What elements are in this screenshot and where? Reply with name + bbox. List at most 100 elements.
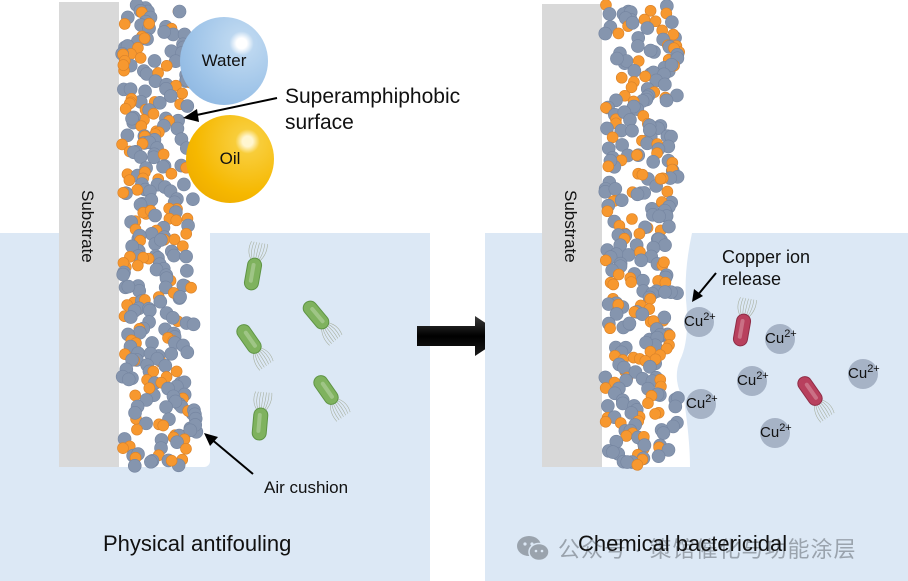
gray-particle — [135, 197, 149, 211]
gray-particle — [157, 119, 171, 133]
orange-particle — [129, 215, 142, 227]
orange-particle — [602, 160, 615, 173]
gray-particle — [137, 136, 152, 150]
orange-particle — [666, 156, 679, 169]
gray-particle — [662, 199, 676, 214]
gray-particle — [131, 34, 145, 49]
watermark: 公众号 · 策馆催化与功能涂层 — [516, 532, 857, 564]
orange-particle — [615, 154, 628, 167]
gray-particle — [625, 16, 640, 30]
gray-particle — [623, 13, 638, 27]
gray-particle — [659, 206, 673, 220]
air-cushion-label: Air cushion — [264, 478, 349, 497]
gray-particle — [139, 161, 153, 175]
gray-particle — [147, 133, 162, 147]
gray-particle — [120, 39, 135, 53]
gray-particle — [174, 132, 189, 146]
orange-particle — [150, 125, 163, 138]
orange-particle — [656, 196, 668, 208]
orange-particle — [601, 205, 614, 218]
gray-particle — [601, 100, 615, 115]
copper-ion: Cu2+ — [737, 366, 769, 396]
orange-particle — [143, 17, 155, 30]
orange-particle — [136, 6, 148, 19]
orange-particle — [141, 5, 153, 18]
gray-particle — [645, 201, 659, 216]
orange-particle — [637, 110, 650, 122]
gray-particle — [625, 123, 639, 138]
gray-particle — [643, 130, 658, 144]
gray-particle — [608, 107, 622, 122]
orange-particle — [176, 87, 188, 100]
gray-particle — [166, 27, 180, 42]
gray-particle — [616, 7, 631, 21]
orange-particle — [600, 101, 612, 114]
orange-particle — [181, 212, 194, 225]
gray-particle — [670, 48, 685, 62]
orange-particle — [668, 59, 680, 72]
left-substrate — [59, 2, 119, 467]
gray-particle — [137, 129, 152, 144]
orange-particle — [165, 22, 178, 35]
copper-ion-label: Cu2+ — [737, 370, 769, 389]
orange-particle — [610, 117, 622, 130]
orange-particle — [139, 103, 152, 116]
orange-particle — [138, 130, 151, 143]
copper-ion: Cu2+ — [765, 324, 797, 354]
orange-particle — [626, 213, 638, 225]
copper-ion-label: Cu2+ — [760, 422, 792, 441]
gray-particle — [159, 82, 173, 96]
gray-particle — [635, 94, 650, 108]
orange-particle — [149, 96, 161, 108]
gray-particle — [638, 220, 652, 235]
wechat-icon — [517, 536, 550, 562]
gray-particle — [631, 39, 645, 53]
orange-particle — [648, 86, 661, 98]
gray-particle — [658, 203, 672, 218]
gray-particle — [118, 40, 132, 55]
gray-particle — [653, 119, 668, 133]
gray-particle — [163, 184, 178, 199]
orange-particle — [149, 128, 162, 140]
gray-particle — [641, 172, 655, 186]
gray-particle — [662, 219, 676, 234]
orange-particle — [632, 55, 645, 67]
copper-ion-label: Cu2+ — [686, 393, 718, 412]
gray-particle — [623, 113, 637, 127]
gray-particle — [670, 170, 685, 184]
gray-particle — [177, 177, 191, 192]
gray-particle — [646, 65, 661, 80]
gray-particle — [664, 195, 679, 210]
orange-particle — [170, 79, 182, 92]
gray-particle — [140, 32, 154, 46]
gray-particle — [133, 197, 148, 212]
orange-particle — [144, 204, 157, 217]
gray-particle — [665, 15, 679, 29]
gray-particle — [614, 123, 629, 138]
gray-particle — [640, 82, 655, 96]
gray-particle — [664, 129, 678, 144]
gray-particle — [621, 4, 636, 19]
gray-particle — [159, 111, 173, 126]
copper-ion-sphere — [760, 418, 790, 448]
orange-particle — [125, 93, 138, 105]
gray-particle — [164, 44, 179, 58]
gray-particle — [128, 144, 143, 159]
gray-particle — [646, 207, 660, 222]
orange-particle — [121, 168, 134, 181]
copper-ion-sphere — [765, 324, 795, 354]
orange-particle — [171, 203, 183, 215]
orange-particle — [636, 134, 648, 147]
gray-particle — [170, 192, 184, 206]
surface-label: Superamphiphobic surface — [285, 84, 460, 137]
copper-ion-sphere — [684, 307, 714, 337]
gray-particle — [186, 192, 200, 207]
gray-particle — [649, 73, 664, 88]
gray-particle — [119, 186, 133, 201]
gray-particle — [651, 121, 665, 136]
gray-particle — [147, 54, 162, 68]
gray-particle — [141, 4, 155, 19]
gray-particle — [605, 151, 620, 165]
orange-particle — [609, 194, 621, 207]
orange-particle — [163, 212, 176, 225]
